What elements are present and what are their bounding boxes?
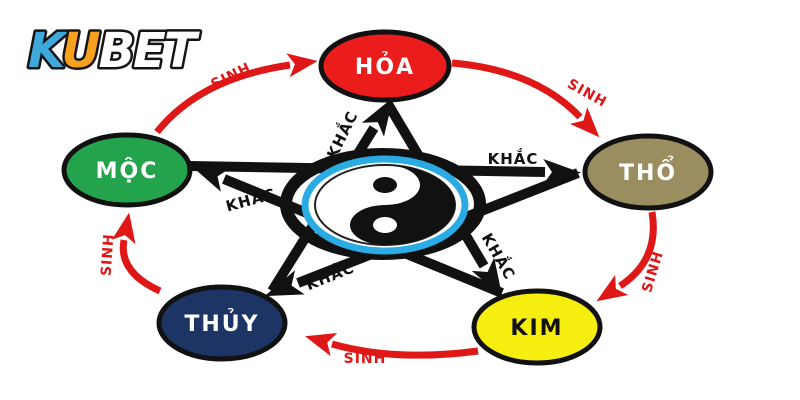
node-hoa: HỎA (318, 29, 452, 103)
node-thuy-circle (156, 284, 288, 362)
node-kim-circle (471, 288, 603, 366)
kubet-logo[interactable]: KUBET (26, 21, 205, 82)
node-tho: THỔ (582, 133, 714, 211)
node-thuy-label: THỦY (184, 309, 259, 337)
yin-yang-black-dot (373, 177, 397, 193)
svg-text:KUBET: KUBET (28, 23, 200, 79)
sinh-arrow-thuy-moc (111, 212, 162, 295)
kubet-logo-bet: BET (98, 23, 199, 79)
khac-label: KHẮC (302, 256, 357, 294)
sinh-arrow-moc-hoa (154, 53, 318, 135)
sinh-label: SINH (344, 351, 387, 367)
node-tho-circle (582, 133, 714, 211)
yin-yang-symbol (301, 155, 469, 255)
node-hoa-label: HỎA (355, 52, 415, 80)
node-moc: MỘC (61, 132, 193, 208)
sinh-arrow-hoa-tho (451, 59, 600, 138)
node-moc-label: MỘC (96, 157, 159, 184)
node-hoa-circle (318, 29, 452, 103)
generating-cycle-arrows (111, 53, 657, 359)
sinh-arrow-tho-kim (596, 211, 657, 302)
node-thuy: THỦY (156, 284, 288, 362)
sinh-arrow-kim-thuy (305, 333, 479, 359)
khac-label: KHẮC (488, 147, 539, 168)
sinh-label: SINH (99, 233, 118, 277)
yin-yang-white-dot (373, 217, 397, 233)
khac-label: KHẮC (478, 229, 522, 283)
node-kim: KIM (471, 288, 603, 366)
node-tho-label: THỔ (619, 156, 677, 186)
kubet-logo-u: U (61, 23, 99, 79)
node-moc-circle (61, 132, 193, 208)
element-nodes: HỎA THỔ KIM THỦY MỘC (61, 29, 714, 366)
sinh-label: SINH (209, 60, 254, 93)
node-kim-label: KIM (510, 316, 563, 341)
